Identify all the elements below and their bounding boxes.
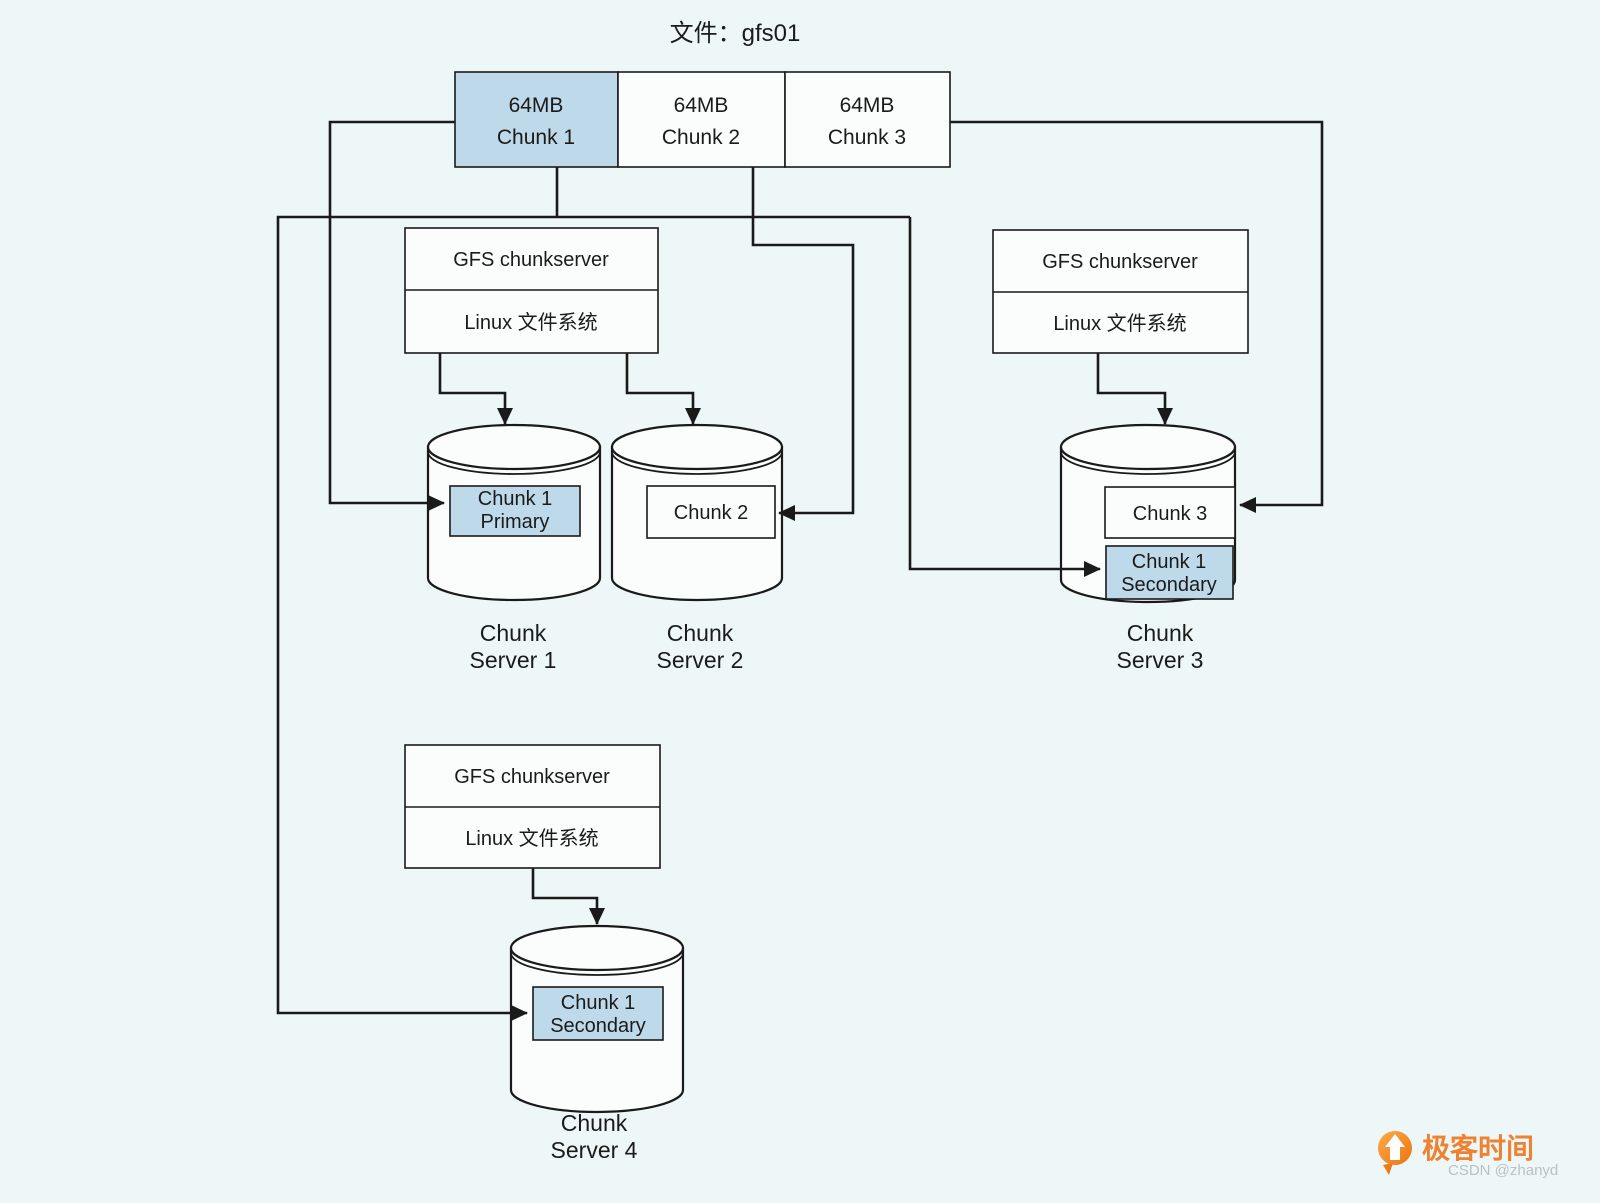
caption-server2-line2: Server 2: [657, 647, 744, 673]
caption-server2-line1: Chunk: [667, 620, 734, 646]
chunk2-replica-label: Chunk 2: [674, 502, 749, 524]
chunkserver-bottom-title: GFS chunkserver: [454, 766, 610, 788]
geektime-logo-arrow-icon: [1385, 1134, 1405, 1160]
chunkserver-box-bottom: GFS chunkserver Linux 文件系统: [404, 744, 661, 869]
chunk1-secondary-box-s4: [532, 986, 664, 1041]
chunkserver-right-fs: Linux 文件系统: [1053, 312, 1186, 335]
chunk1-primary-line2: Primary: [481, 511, 550, 533]
chunk3-replica-box: [1104, 486, 1236, 539]
file-chunk-row: 64MB Chunk 1 64MB Chunk 2 64MB Chunk 3: [454, 71, 951, 168]
chunk3-replica-label: Chunk 3: [1133, 503, 1208, 525]
chunk2-size: 64MB: [674, 94, 729, 117]
chunkserver-box-right: GFS chunkserver Linux 文件系统: [992, 229, 1249, 354]
cylinder-rim: [427, 451, 601, 475]
geektime-logo-text: 极客时间: [1422, 1132, 1534, 1164]
chunk1-size: 64MB: [509, 94, 564, 117]
chunk2-label: Chunk 2: [662, 126, 740, 149]
chunk3-size: 64MB: [840, 94, 895, 117]
chunk1-secondary-s3-line1: Chunk 1: [1132, 551, 1207, 573]
server-captions: Chunk Server 1 Chunk Server 2 Chunk Serv…: [470, 620, 1204, 1163]
chunk2-box: [617, 71, 786, 168]
disk-cylinder-server1: Chunk 1 Primary: [426, 423, 602, 602]
chunk1-secondary-s3-line2: Secondary: [1121, 574, 1217, 596]
cylinder-rim: [510, 952, 684, 976]
chunk2-replica-box: [646, 485, 776, 539]
chunk1-box: [454, 71, 619, 168]
connectors: [276, 120, 1324, 1021]
caption-server4-line2: Server 4: [551, 1137, 638, 1163]
cylinder-top: [509, 924, 685, 972]
edge-chunk3-to-replica: [950, 120, 1324, 513]
caption-server3-line2: Server 3: [1117, 647, 1204, 673]
chunk1-primary-box: [449, 485, 581, 537]
cylinder-top: [610, 423, 784, 471]
chunk1-secondary-s4-line1: Chunk 1: [561, 992, 636, 1014]
disk-cylinder-server4: Chunk 1 Secondary: [509, 924, 685, 1114]
chunk1-secondary-box-s3: [1105, 545, 1234, 600]
chunk1-label: Chunk 1: [497, 126, 575, 149]
edge-chunkserver-bottom-to-disk4: [531, 868, 605, 925]
chunk1-secondary-s4-line2: Secondary: [550, 1015, 646, 1037]
chunk3-box: [784, 71, 951, 168]
disk-cylinder-server2: Chunk 2: [610, 423, 784, 602]
disk-cylinder-server3: Chunk 3 Chunk 1 Secondary: [1059, 423, 1237, 604]
cylinder-top: [426, 423, 602, 471]
edge-chunkserver-right-to-disk3: [1096, 353, 1173, 425]
edge-chunk1-to-primary: [328, 120, 455, 511]
chunkserver-box-left: GFS chunkserver Linux 文件系统: [404, 227, 659, 354]
caption-server3-line1: Chunk: [1127, 620, 1194, 646]
chunk1-primary-line1: Chunk 1: [478, 488, 553, 510]
cylinder-top: [1059, 423, 1237, 471]
edge-chunkserver-left-to-disk1: [438, 353, 513, 425]
chunkserver-bottom-fs: Linux 文件系统: [465, 827, 598, 850]
chunkserver-left-title: GFS chunkserver: [453, 249, 609, 271]
caption-server1-line1: Chunk: [480, 620, 547, 646]
watermark-text: CSDN @zhanyd: [1448, 1162, 1558, 1179]
geektime-logo-tail: [1383, 1163, 1393, 1175]
cylinder-rim: [1060, 451, 1236, 475]
cylinder-rim: [611, 451, 783, 475]
edge-chunkserver-left-to-disk2: [625, 353, 701, 425]
chunkserver-left-fs: Linux 文件系统: [464, 311, 597, 334]
file-title: 文件：gfs01: [670, 20, 801, 47]
chunkserver-right-title: GFS chunkserver: [1042, 251, 1198, 273]
edge-chunk1-to-secondary-server3: [908, 217, 1101, 577]
edge-chunk2-to-replica: [751, 167, 855, 521]
caption-server1-line2: Server 1: [470, 647, 557, 673]
brand-footer: 极客时间 CSDN @zhanyd: [1378, 1131, 1558, 1179]
chunk3-label: Chunk 3: [828, 126, 906, 149]
edge-chunk1-to-secondary-server4: [276, 215, 910, 1021]
caption-server4-line1: Chunk: [561, 1110, 628, 1136]
